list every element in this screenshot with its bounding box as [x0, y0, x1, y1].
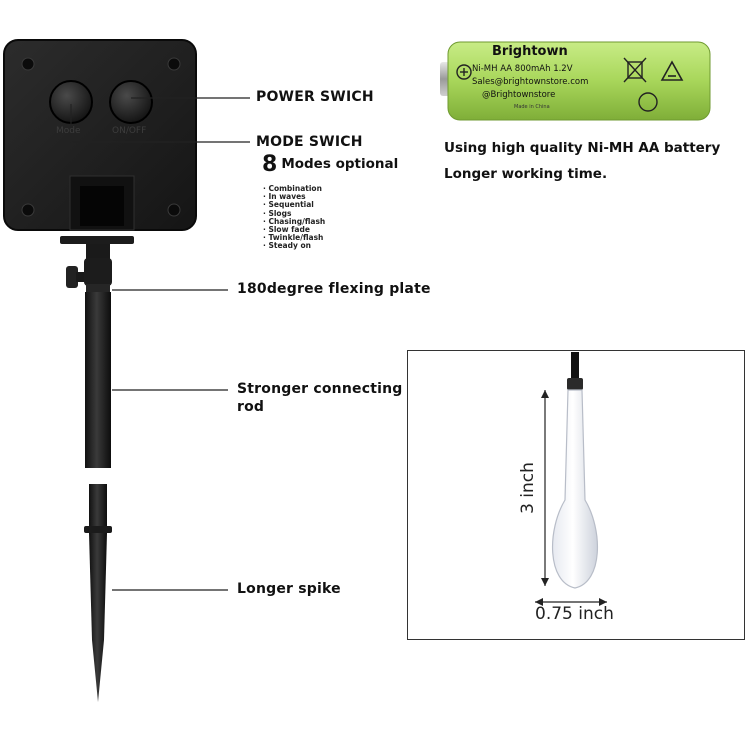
battery-caption-line1: Using high quality Ni-MH AA battery — [444, 140, 721, 156]
list-item: · Chasing/flash — [263, 216, 326, 226]
list-item: · Sequential — [263, 200, 314, 210]
rod-label: Stronger connecting rod — [237, 380, 402, 416]
battery-brand: Brightown — [492, 44, 568, 59]
mode-switch-label: MODE SWICH — [256, 134, 363, 150]
bulb-illustration — [535, 352, 607, 606]
mode-button-label: Mode — [56, 126, 81, 136]
spike-label: Longer spike — [237, 581, 341, 597]
list-item: · Twinkle/flash — [263, 233, 324, 243]
list-item: · Combination — [263, 184, 322, 193]
plus-icon — [456, 64, 472, 80]
spike — [84, 484, 112, 702]
modes-list: · Combination · In waves · Sequential · … — [263, 184, 326, 251]
list-item: · In waves — [263, 192, 306, 202]
power-button[interactable] — [109, 80, 153, 124]
screw-icon — [21, 203, 35, 217]
modes-count: 8 — [262, 152, 278, 177]
rod-label-line1: Stronger connecting — [237, 381, 403, 397]
screw-icon — [167, 57, 181, 71]
rod-label-line2: rod — [237, 399, 265, 415]
battery-caption: Using high quality Ni-MH AA battery Long… — [444, 135, 720, 187]
battery-illustration — [440, 41, 711, 121]
no-trash-icon — [623, 57, 647, 83]
list-item: · Slow fade — [263, 225, 310, 235]
screw-icon — [167, 203, 181, 217]
power-button-label: ON/OFF — [112, 126, 147, 136]
width-label: 0.75 inch — [535, 604, 614, 624]
battery-caption-line2: Longer working time. — [444, 166, 608, 182]
screw-icon — [21, 57, 35, 71]
ul-mark-icon — [638, 92, 658, 112]
connecting-rod — [85, 284, 111, 468]
battery-email: Sales@brightownstore.com — [472, 77, 589, 87]
power-switch-label: POWER SWICH — [256, 89, 374, 105]
list-item: · Slogs — [263, 208, 292, 218]
flex-plate-label: 180degree flexing plate — [237, 281, 431, 297]
modes-title: Modes optional — [281, 156, 399, 172]
control-box — [3, 39, 197, 231]
recycle-icon — [660, 60, 684, 81]
battery-origin: Made in China — [514, 104, 550, 110]
battery-store: @Brightownstore — [482, 90, 556, 100]
mode-switch-leader — [70, 104, 250, 143]
height-label: 3 inch — [518, 462, 538, 514]
flexing-plate — [60, 236, 134, 288]
list-item: · Steady on — [263, 241, 311, 251]
battery-spec: Ni-MH AA 800mAh 1.2V — [472, 64, 573, 74]
